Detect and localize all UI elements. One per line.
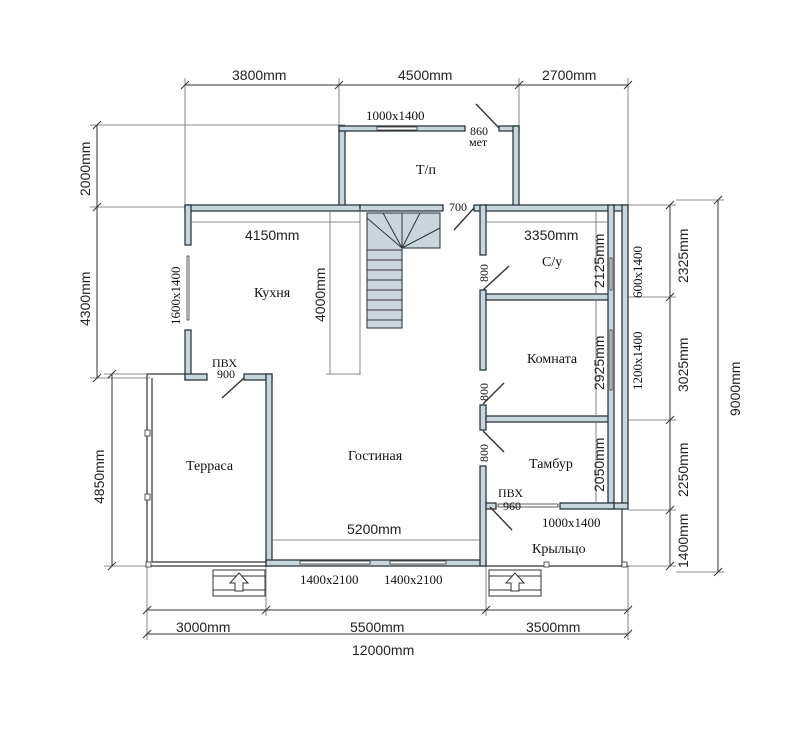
walls — [146, 125, 629, 567]
room-kitchen: Кухня — [254, 286, 291, 301]
dim-kitchen-depth: 4000mm — [312, 268, 328, 322]
doors — [221, 103, 513, 531]
dim-left-lower: 4850mm — [91, 450, 107, 504]
room-living: Гостиная — [348, 449, 403, 464]
left-dimensions: 2000mm 4300mm 4850mm — [77, 120, 345, 571]
dim-top-3: 2700mm — [542, 67, 596, 83]
dim-top-1: 3800mm — [232, 67, 286, 83]
entrance-steps-right — [488, 569, 542, 597]
dim-right-2: 3025mm — [675, 338, 691, 392]
label-pvx-left: ПВХ — [212, 356, 237, 370]
dim-right-1: 2325mm — [675, 229, 691, 283]
interior-dimensions — [191, 211, 608, 541]
windows — [144, 126, 628, 568]
staircase — [359, 208, 441, 375]
bottom-dimensions: 3000mm 5500mm 3500mm 12000mm — [142, 566, 633, 658]
label-living-window-2: 1400x2100 — [384, 572, 443, 587]
dim-bottom-3: 3500mm — [526, 619, 580, 635]
room-vestibule: Тамбур — [529, 457, 573, 472]
dim-wc-width: 3350mm — [524, 227, 578, 243]
label-right-window-1: 600x1400 — [630, 246, 645, 298]
right-dimensions: 2325mm 3025mm 2250mm 1400mm 9000mm — [628, 195, 743, 577]
label-door-800-c: 800 — [477, 444, 491, 462]
arrow-up-icon — [228, 572, 250, 592]
label-kitchen-window: 1600x1400 — [168, 267, 183, 326]
dim-bottom-1: 3000mm — [176, 619, 230, 635]
entrance-steps-left — [212, 569, 266, 597]
dim-right-3: 2250mm — [675, 443, 691, 497]
dim-living-width: 5200mm — [347, 521, 401, 537]
dim-left-upper: 2000mm — [77, 142, 93, 196]
dim-kitchen-width: 4150mm — [245, 227, 299, 243]
top-dimensions: 3800mm 4500mm 2700mm — [180, 67, 633, 208]
dim-vestibule-depth: 2050mm — [591, 438, 607, 492]
label-door-800-b: 800 — [477, 383, 491, 401]
room-tp: Т/п — [416, 163, 436, 178]
dim-bottom-total: 12000mm — [352, 642, 414, 658]
room-porch: Крыльцо — [532, 542, 586, 557]
label-door-700: 700 — [449, 200, 467, 214]
label-pvx-right: ПВХ — [498, 486, 523, 500]
dim-right-total: 9000mm — [727, 362, 743, 416]
dim-room-depth: 2925mm — [591, 336, 607, 390]
dim-left-mid: 4300mm — [77, 272, 93, 326]
label-living-window-1: 1400x2100 — [300, 572, 359, 587]
label-door-960: 960 — [503, 499, 521, 513]
arrow-up-icon — [504, 572, 526, 592]
dim-wc-depth: 2125mm — [591, 234, 607, 288]
dim-top-2: 4500mm — [398, 67, 452, 83]
room-wc: С/у — [542, 255, 562, 270]
label-door-860: 860 — [470, 124, 488, 138]
label-door-900: 900 — [217, 367, 235, 381]
room-room: Комната — [527, 352, 578, 367]
dim-bottom-2: 5500mm — [350, 619, 404, 635]
room-terrace: Терраса — [186, 459, 234, 474]
label-right-window-2: 1200x1400 — [630, 332, 645, 391]
label-door-800-a: 800 — [477, 264, 491, 282]
label-top-window: 1000x1400 — [366, 108, 425, 123]
dim-right-4: 1400mm — [675, 514, 691, 568]
label-porch-window: 1000x1400 — [542, 515, 601, 530]
label-door-met: мет — [469, 135, 488, 149]
